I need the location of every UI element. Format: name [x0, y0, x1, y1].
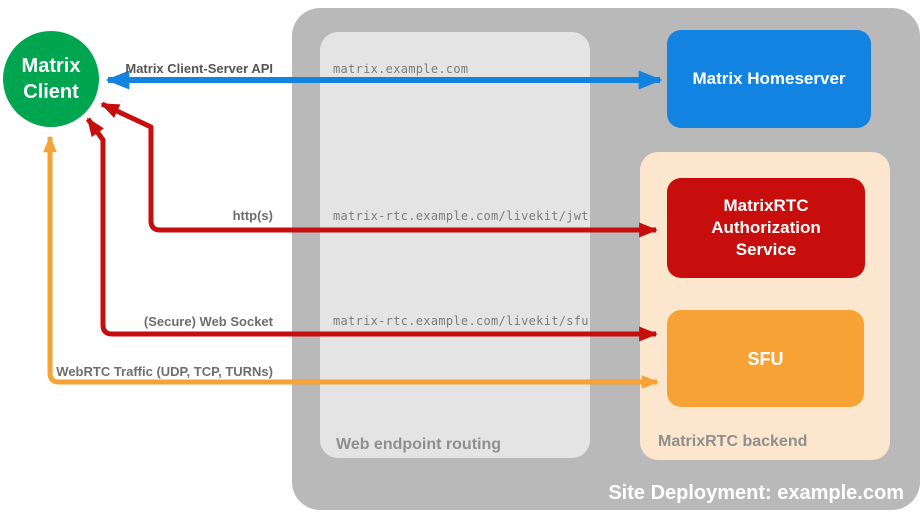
arrow-secure-web-socket — [85, 117, 658, 342]
https-edge-label: http(s) — [232, 208, 273, 223]
site-deployment-caption: Site Deployment: example.com — [608, 482, 904, 504]
secure-web-socket-edge-label: (Secure) Web Socket — [143, 314, 273, 329]
endpoint-matrix-example-com: matrix.example.com — [333, 62, 469, 76]
matrix-homeserver-label: Matrix Homeserver — [692, 69, 846, 88]
sfu-node: SFU — [667, 310, 864, 407]
client-server-api-edge-label: Matrix Client-Server API — [125, 61, 273, 76]
matrixrtc-authorization-service-label: MatrixRTC Authorization Service — [711, 196, 821, 259]
matrix-client-label: Matrix Client — [21, 55, 81, 103]
matrixrtc-backend-caption: MatrixRTC backend — [658, 433, 808, 450]
arrow-webrtc-traffic — [43, 135, 659, 389]
matrix-homeserver-node: Matrix Homeserver — [667, 30, 871, 128]
sfu-label: SFU — [747, 348, 784, 369]
webrtc-traffic-edge-label: WebRTC Traffic (UDP, TCP, TURNs) — [56, 364, 273, 379]
matrix-client-node: Matrix Client — [3, 31, 99, 127]
matrixrtc-authorization-service-node: MatrixRTC Authorization Service — [667, 178, 865, 278]
web-endpoint-routing-caption: Web endpoint routing — [336, 436, 502, 453]
endpoint-livekit-jwt: matrix-rtc.example.com/livekit/jwt — [333, 209, 589, 223]
endpoint-livekit-sfu: matrix-rtc.example.com/livekit/sfu — [333, 314, 589, 328]
